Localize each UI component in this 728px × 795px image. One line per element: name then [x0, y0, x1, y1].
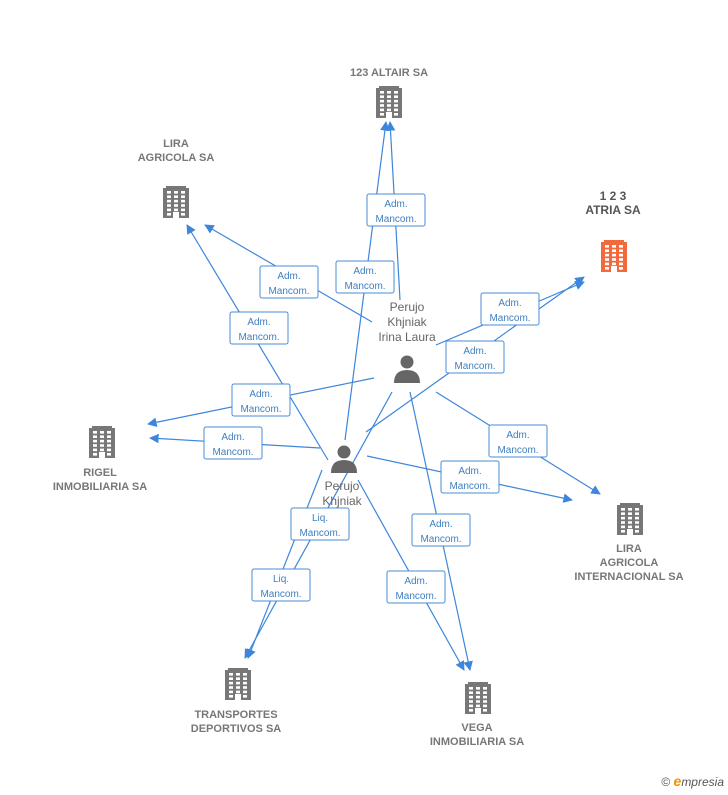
- company-label-line: AGRICOLA SA: [138, 152, 215, 164]
- company-label-line: VEGA: [461, 722, 492, 734]
- company-label-line: INMOBILIARIA SA: [430, 736, 524, 748]
- edge-label-e8[interactable]: Adm. Mancom.: [203, 426, 263, 460]
- building-icon[interactable]: [163, 186, 189, 218]
- brand-name: mpresia: [681, 775, 724, 789]
- edge-label-text: Liq.: [273, 574, 289, 585]
- edge-label-text: Mancom.: [449, 481, 490, 492]
- edge-label-text: Mancom.: [344, 281, 385, 292]
- building-icon[interactable]: [89, 426, 115, 458]
- edge-label-text: Mancom.: [240, 404, 281, 415]
- company-label-line: LIRA: [163, 138, 189, 150]
- edge-label-text: Adm.: [463, 346, 486, 357]
- edge-label-e14[interactable]: Adm. Mancom.: [386, 570, 446, 604]
- company-label-line: 123 ALTAIR SA: [350, 67, 428, 79]
- edge-label-e6[interactable]: Adm. Mancom.: [445, 340, 505, 374]
- person-icon: [394, 355, 420, 383]
- edge-label-text: Mancom.: [489, 313, 530, 324]
- edge-label-text: Mancom.: [212, 447, 253, 458]
- edge-label-text: Mancom.: [497, 445, 538, 456]
- building-icon[interactable]: [601, 240, 627, 272]
- building-icon[interactable]: [465, 682, 491, 714]
- edge-label-text: Adm.: [506, 430, 529, 441]
- brand-initial: e: [673, 773, 682, 789]
- edge-label-text: Liq.: [312, 513, 328, 524]
- empresia-brand[interactable]: © empresia: [661, 773, 724, 789]
- person-label-line: Perujo: [390, 300, 425, 314]
- company-node-lira_int[interactable]: LIRA AGRICOLA INTERNACIONAL SA: [574, 503, 684, 583]
- edge-label-text: Adm.: [404, 576, 427, 587]
- company-label-line: ATRIA SA: [585, 203, 641, 217]
- company-label-line: TRANSPORTES: [194, 709, 277, 721]
- edge-label-text: Adm.: [247, 317, 270, 328]
- edge-label-e2[interactable]: Adm. Mancom.: [335, 260, 395, 294]
- edge-label-text: Mancom.: [375, 214, 416, 225]
- building-icon[interactable]: [225, 668, 251, 700]
- edge-label-text: Mancom.: [238, 332, 279, 343]
- company-label-line: INMOBILIARIA SA: [53, 481, 147, 493]
- company-label-line: DEPORTIVOS SA: [191, 723, 282, 735]
- company-node-vega[interactable]: VEGA INMOBILIARIA SA: [430, 682, 524, 748]
- edge-label-text: Adm.: [249, 389, 272, 400]
- building-icon[interactable]: [376, 86, 402, 118]
- company-label-line: AGRICOLA: [600, 557, 659, 569]
- edge-label-e5[interactable]: Adm. Mancom.: [480, 292, 540, 326]
- person-label-line: Irina Laura: [378, 330, 436, 344]
- company-label-line: LIRA: [616, 543, 642, 555]
- edge-other-transportes: [246, 469, 323, 659]
- edge-label-e9[interactable]: Adm. Mancom.: [488, 424, 548, 458]
- company-node-altair[interactable]: 123 ALTAIR SA: [350, 67, 428, 118]
- company-label-line: 1 2 3: [600, 189, 627, 203]
- building-icon[interactable]: [617, 503, 643, 535]
- company-node-lira[interactable]: LIRA AGRICOLA SA: [138, 138, 215, 218]
- person-label-line: Khjniak: [387, 315, 427, 329]
- edge-label-e10[interactable]: Adm. Mancom.: [440, 460, 500, 494]
- copyright-symbol: ©: [661, 775, 671, 789]
- edge-label-e12[interactable]: Liq. Mancom.: [290, 507, 350, 541]
- edge-label-text: Adm.: [384, 199, 407, 210]
- edge-label-e7[interactable]: Adm. Mancom.: [231, 383, 291, 417]
- person-label-line: Khjniak: [322, 494, 362, 508]
- edge-label-text: Mancom.: [260, 589, 301, 600]
- edge-label-text: Adm.: [458, 466, 481, 477]
- edge-label-text: Mancom.: [395, 591, 436, 602]
- edge-label-text: Mancom.: [268, 286, 309, 297]
- edge-label-e1[interactable]: Adm. Mancom.: [366, 193, 426, 227]
- company-label-line: RIGEL: [83, 467, 117, 479]
- edge-label-text: Adm.: [221, 432, 244, 443]
- edge-label-text: Adm.: [429, 519, 452, 530]
- edge-label-layer: Adm. Mancom. Adm. Mancom. Adm. Mancom. Adm. Man…: [203, 193, 548, 604]
- company-node-rigel[interactable]: RIGEL INMOBILIARIA SA: [53, 426, 147, 493]
- edge-label-text: Adm.: [353, 266, 376, 277]
- edge-label-e13[interactable]: Liq. Mancom.: [251, 568, 311, 602]
- company-label-line: INTERNACIONAL SA: [574, 571, 683, 583]
- edge-label-text: Mancom.: [454, 361, 495, 372]
- edge-label-text: Mancom.: [299, 528, 340, 539]
- edge-label-text: Mancom.: [420, 534, 461, 545]
- edge-label-e4[interactable]: Adm. Mancom.: [229, 311, 289, 345]
- edge-label-e3[interactable]: Adm. Mancom.: [259, 265, 319, 299]
- edge-label-e11[interactable]: Adm. Mancom.: [411, 513, 471, 547]
- person-label-line: Perujo: [325, 479, 360, 493]
- person-icon: [331, 445, 357, 473]
- edge-label-text: Adm.: [277, 271, 300, 282]
- edge-label-text: Adm.: [498, 298, 521, 309]
- company-node-transportes[interactable]: TRANSPORTES DEPORTIVOS SA: [191, 668, 282, 735]
